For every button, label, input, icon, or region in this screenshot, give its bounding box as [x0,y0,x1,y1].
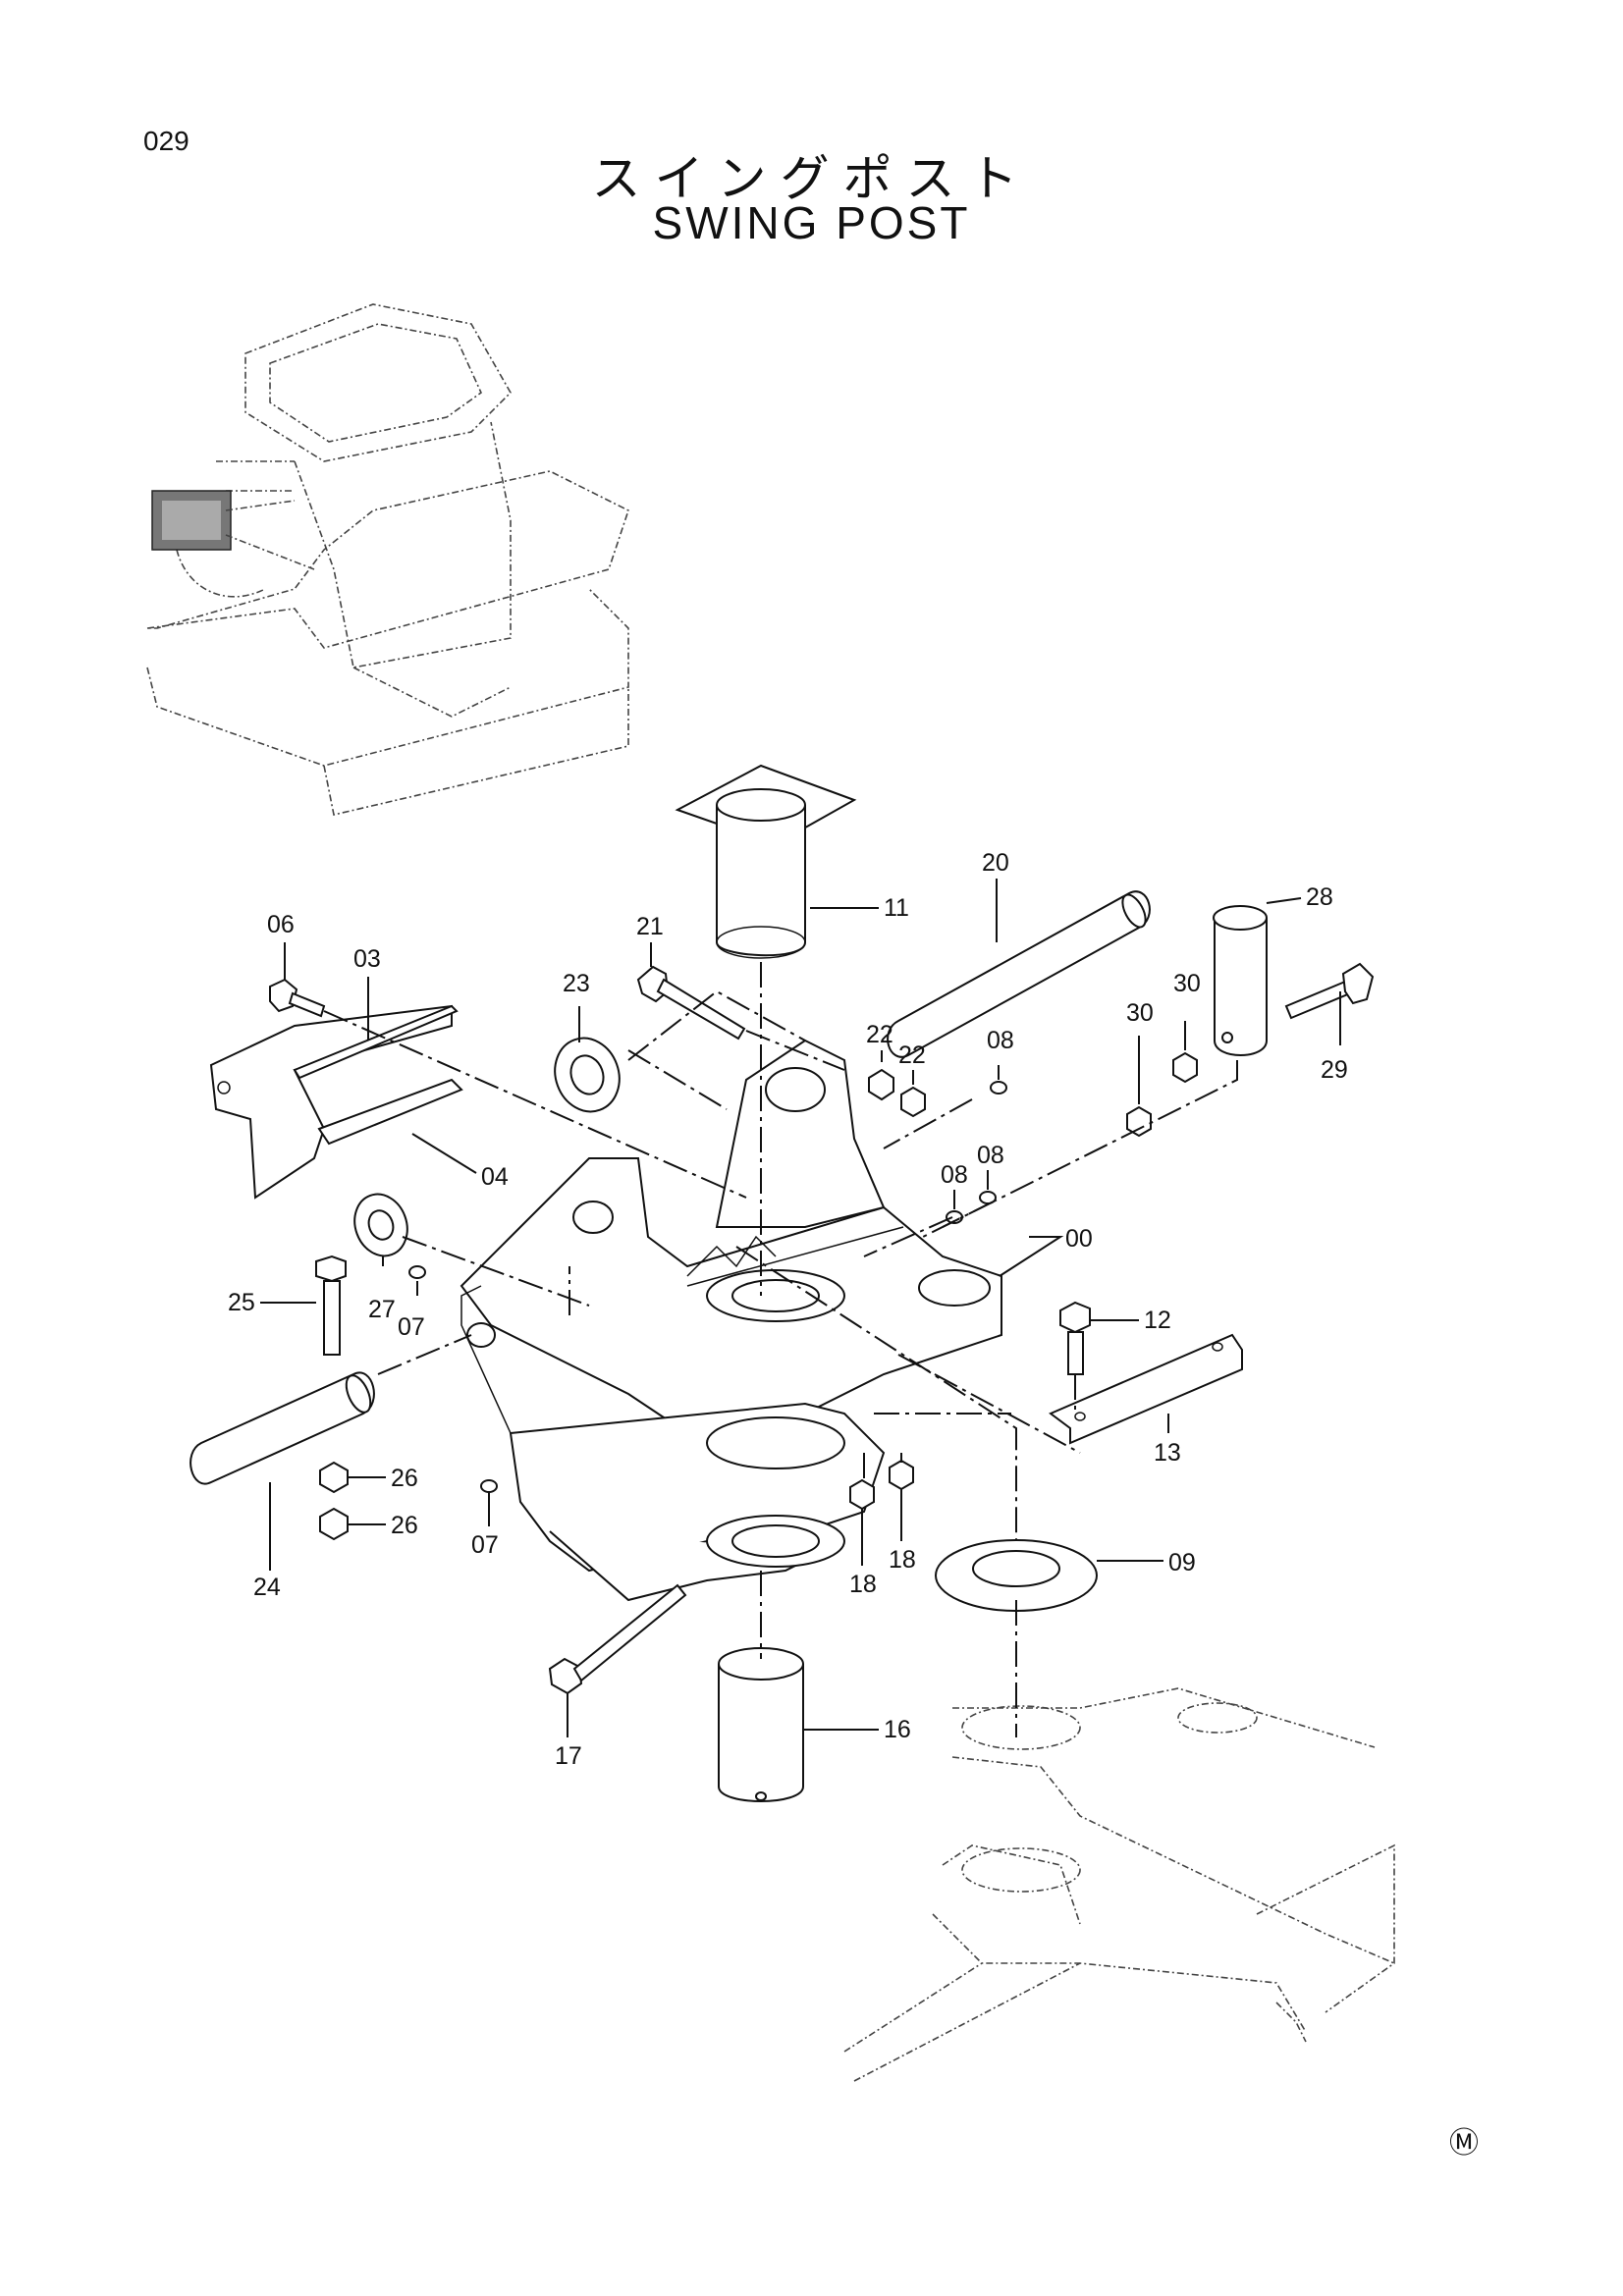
part-22-nut-a [868,1068,894,1101]
part-26-nut-b [319,1507,349,1541]
label-28: 28 [1306,883,1333,911]
part-20-pin [887,890,1151,1058]
part-13-bar [1049,1333,1243,1445]
callout-labels: 00 03 04 06 07 07 08 08 08 09 11 12 13 1… [228,849,1348,1770]
part-24-pin [189,1371,375,1485]
label-08-b: 08 [941,1161,968,1189]
part-23-washer [554,1037,621,1113]
part-26-nut-a [319,1461,349,1494]
part-12-bolt [1059,1301,1091,1375]
label-21: 21 [636,913,664,940]
label-26-a: 26 [391,1465,418,1492]
label-09: 09 [1168,1549,1196,1576]
manual-mark: Ⓜ [1449,2126,1479,2161]
part-17-bolt [548,1583,687,1695]
label-17: 17 [555,1742,582,1770]
part-06-bolt [269,978,326,1018]
part-30-nut-a [1126,1105,1152,1138]
label-22-a: 22 [866,1021,893,1048]
part-25-bolt [315,1255,347,1356]
label-18-a: 18 [849,1571,877,1598]
label-23: 23 [563,970,590,997]
part-21-bolt [636,965,746,1041]
label-04: 04 [481,1163,509,1191]
label-07-b: 07 [471,1531,499,1559]
label-24: 24 [253,1574,281,1601]
part-28-sleeve [1213,905,1268,1056]
part-22-nut-b [900,1086,926,1118]
part-30-nut-b [1172,1051,1198,1084]
label-08-c: 08 [977,1142,1004,1169]
assembly-lines [323,962,1238,1737]
part-07-fitting-a [408,1265,426,1279]
frame-reference [843,1687,1395,2082]
label-13: 13 [1154,1439,1181,1467]
label-03: 03 [353,945,381,973]
title-english: SWING POST [652,197,971,248]
label-16: 16 [884,1716,911,1743]
label-27: 27 [368,1296,396,1323]
label-25: 25 [228,1289,255,1316]
part-16-bushing [718,1647,804,1802]
label-00: 00 [1065,1225,1093,1253]
part-09-washer [935,1539,1098,1612]
part-27-washer [353,1193,408,1257]
part-04-strip [317,1078,463,1146]
leader-lines [260,879,1341,1737]
operator-seat-reference [146,303,629,816]
page-number: 029 [143,126,189,156]
label-29: 29 [1321,1056,1348,1084]
label-18-b: 18 [889,1546,916,1574]
label-11: 11 [884,894,909,922]
swing-post-body [460,1039,1002,1602]
part-07-fitting-b [480,1479,498,1493]
part-11-bushing [675,764,857,959]
part-29-bolt [1284,962,1375,1020]
label-20: 20 [982,849,1009,877]
label-30-b: 30 [1173,970,1201,997]
label-26-b: 26 [391,1512,418,1539]
nut-hardware [319,1051,1198,1541]
label-06: 06 [267,911,295,938]
title-japanese: スイングポスト [591,150,1032,207]
label-22-b: 22 [898,1041,926,1069]
part-08-fitting-a [990,1081,1007,1095]
part-18-nut-b [889,1459,914,1491]
label-12: 12 [1144,1307,1171,1334]
label-30-a: 30 [1126,999,1154,1027]
part-18-nut-a [849,1478,875,1511]
label-08-a: 08 [987,1027,1014,1054]
label-07-a: 07 [398,1313,425,1341]
